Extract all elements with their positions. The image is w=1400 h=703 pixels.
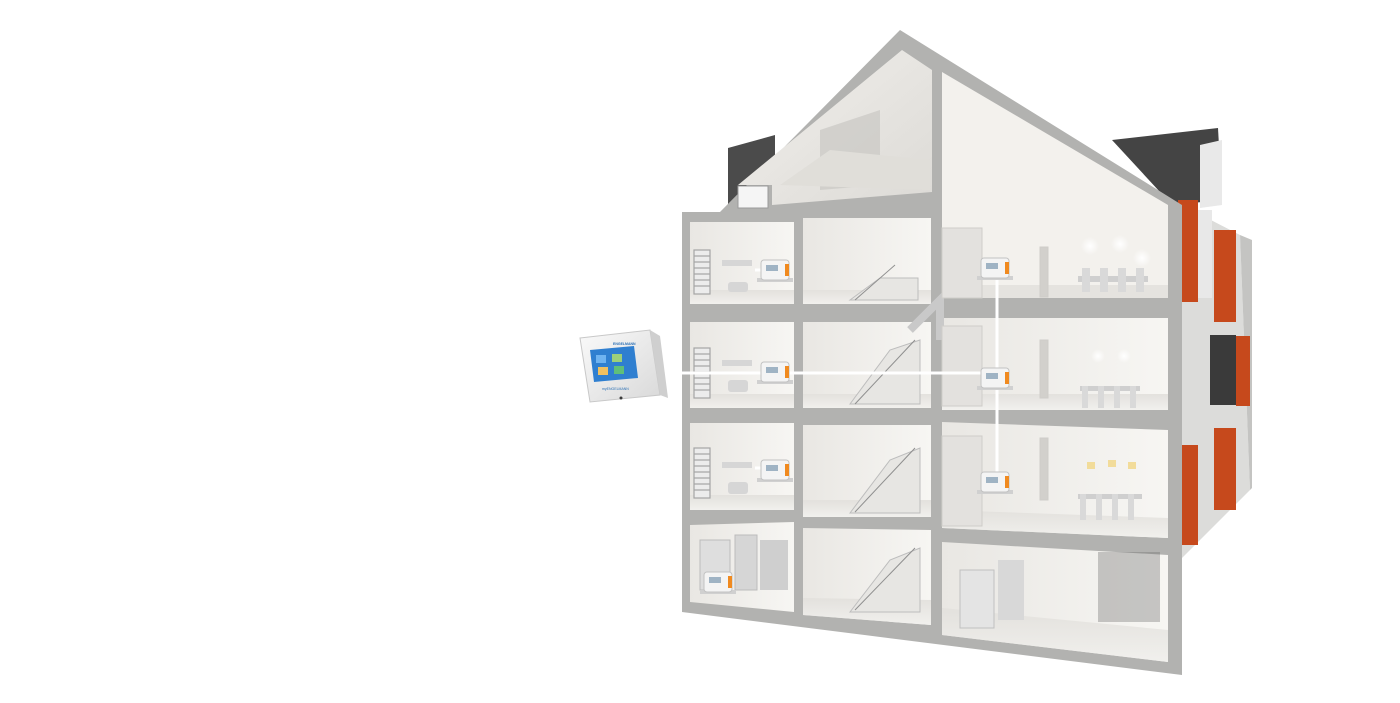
meter-display	[709, 577, 721, 583]
floor	[690, 394, 794, 408]
meter-accent	[1005, 372, 1009, 384]
heat-meter-icon	[757, 459, 793, 482]
floor	[942, 510, 1168, 538]
dining-areas	[1078, 235, 1151, 520]
meter-display	[986, 263, 998, 269]
check-icon	[614, 366, 624, 374]
brand-label: ENGELMANN	[613, 342, 636, 346]
status-led	[619, 396, 623, 400]
cross-section	[682, 30, 1182, 675]
list-icon	[598, 367, 608, 375]
meter-accent	[785, 464, 789, 476]
building-side-facade	[728, 128, 1252, 560]
attic-inner-wall	[780, 150, 930, 190]
floor	[690, 495, 794, 510]
dormer	[1200, 140, 1222, 208]
meter-display	[986, 477, 998, 483]
gateway-screen	[590, 346, 638, 382]
meter-accent	[728, 576, 732, 588]
window-glass-upper	[1198, 210, 1212, 298]
shutter-r3	[693, 447, 711, 499]
heat-meter-icon	[757, 361, 793, 384]
heat-meter-icon	[977, 367, 1013, 390]
kitchens	[941, 227, 1049, 527]
meter-icon	[596, 355, 606, 363]
gateway-side	[650, 330, 668, 398]
gateway-device[interactable]: ENGELMANN myENGELMANN	[579, 329, 668, 403]
rear-roof-right	[1112, 128, 1222, 205]
meter-accent	[785, 264, 789, 276]
staircases	[848, 264, 944, 613]
meter-display	[766, 265, 778, 271]
window-frame-low-2	[1214, 428, 1236, 510]
floor	[690, 290, 794, 304]
app-logo: myENGELMANN	[602, 387, 629, 391]
heat-meter-icon	[700, 571, 736, 594]
window-frame-mid-2	[1236, 336, 1250, 406]
heat-meter-icon	[757, 259, 793, 282]
heat-meter-icon	[977, 471, 1013, 494]
window-glass-mid	[1210, 335, 1236, 405]
floor	[942, 608, 1168, 662]
attic-window	[737, 185, 769, 209]
window-frame-upper-2	[1214, 230, 1236, 322]
meter-accent	[1005, 476, 1009, 488]
heat-meter-icon	[977, 257, 1013, 280]
shutter-r1	[693, 249, 711, 295]
basement-equipment	[699, 534, 1160, 629]
chart-icon	[612, 354, 622, 362]
meter-display	[986, 373, 998, 379]
window-frame-upper-1	[1178, 200, 1198, 302]
window-frame-low-1	[1178, 445, 1198, 545]
meter-group	[700, 257, 1013, 594]
meter-accent	[785, 366, 789, 378]
meter-accent	[1005, 262, 1009, 274]
bathroom-fixtures	[722, 260, 752, 494]
meter-display	[766, 465, 778, 471]
meter-display	[766, 367, 778, 373]
